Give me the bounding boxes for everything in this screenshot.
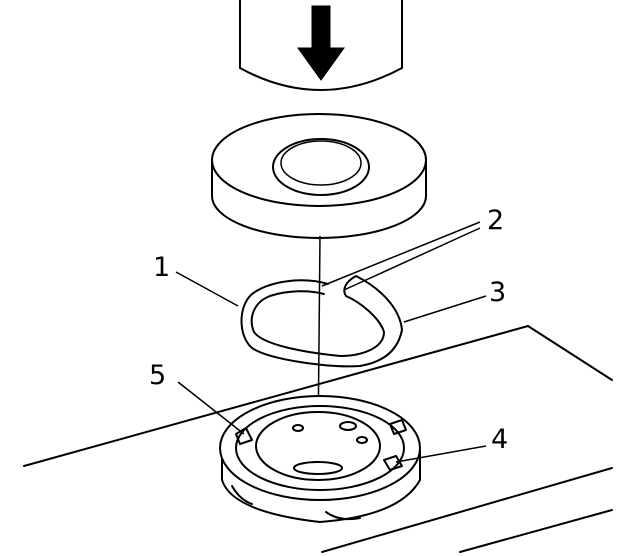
callout-4: 4 — [491, 424, 508, 455]
callout-1: 1 — [153, 252, 170, 283]
down-arrow-icon — [297, 5, 345, 81]
leader-lines — [175, 221, 487, 463]
callout-3: 3 — [489, 277, 506, 308]
callout-2: 2 — [487, 205, 504, 236]
press-tool — [239, 0, 403, 91]
seal-disc — [211, 113, 427, 239]
housing-surface — [23, 325, 613, 553]
valve-seat — [219, 395, 421, 524]
retaining-ring — [240, 275, 403, 368]
callout-5: 5 — [149, 360, 166, 391]
